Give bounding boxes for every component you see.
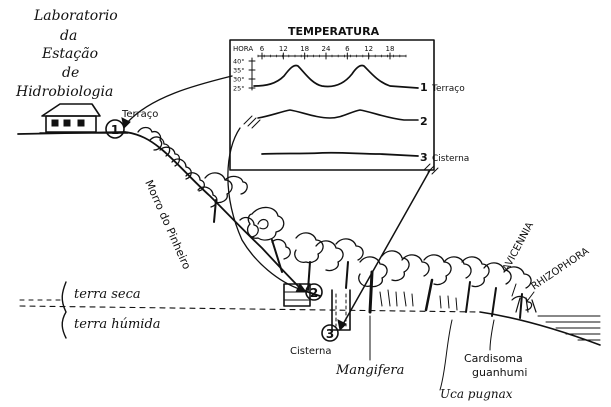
temp-ticks: 40°35°30°25° xyxy=(233,58,256,93)
hour-tick-label: 12 xyxy=(364,45,373,53)
lab-title-line-5: Hidrobiologia xyxy=(15,84,113,100)
marker-1-text: 1 xyxy=(111,123,119,137)
temp-tick-label: 30° xyxy=(233,76,245,84)
hour-ticks: 6 12 18 24 6 12 18 xyxy=(257,45,407,60)
lab-title-line-3: Estação xyxy=(41,46,98,62)
high-tide-line xyxy=(19,305,481,313)
temp-tick-label: 35° xyxy=(233,67,245,75)
cardisoma-label-2: guanhumi xyxy=(472,366,527,379)
temperature-curve-1 xyxy=(253,64,419,89)
hour-tick-label: 12 xyxy=(279,45,288,53)
terra-humida-label: terra húmida xyxy=(74,317,161,332)
hora-label: HORA xyxy=(233,45,253,53)
cardisoma-label-1: Cardisoma xyxy=(464,352,523,365)
temperature-curve-2 xyxy=(257,109,419,121)
cistern-structure xyxy=(283,283,351,331)
terra-seca-label: terra seca xyxy=(74,287,141,302)
station-marker-3: 3 xyxy=(321,324,339,342)
avicennia-pointer xyxy=(511,283,517,297)
curve-2-number: 2 xyxy=(420,115,428,128)
panel-hatch-2 xyxy=(243,115,261,129)
terraco-station-label: Terraço xyxy=(121,109,158,120)
temp-tick-label: 40° xyxy=(233,58,245,66)
uca-pointer xyxy=(439,319,453,391)
hour-tick-label: 24 xyxy=(322,45,331,53)
vegetation xyxy=(137,126,537,319)
hour-tick-label: 6 xyxy=(260,45,265,53)
curve-1-label: Terraço xyxy=(431,84,465,94)
hour-tick-label: 18 xyxy=(386,45,395,53)
mangifera-label: Mangifera xyxy=(335,363,404,378)
station-marker-1: 1 xyxy=(105,119,125,139)
cardisoma-pointer xyxy=(489,319,495,351)
temperature-panel-frame xyxy=(229,39,435,171)
avicennia-label: AVICENNIA xyxy=(501,220,536,273)
hour-tick-label: 18 xyxy=(300,45,309,53)
marker-3-text: 3 xyxy=(326,327,334,341)
temperature-title: TEMPERATURA xyxy=(288,25,380,38)
lab-title-line-2: da xyxy=(60,28,77,44)
uca-label: Uca pugnax xyxy=(440,387,513,401)
temperature-curve-3 xyxy=(261,151,419,157)
curve-3-number: 3 xyxy=(420,151,428,164)
rhizophora-label: RHIZOPHORA xyxy=(530,246,592,293)
curve-3-label: Cisterna xyxy=(432,154,469,164)
curve-1-number: 1 xyxy=(420,81,428,94)
rhizophora-pointer xyxy=(527,291,535,301)
marker-2-text: 2 xyxy=(310,286,318,300)
cisterna-ground-label: Cisterna xyxy=(290,346,331,357)
hour-tick-label: 6 xyxy=(345,45,350,53)
hill-profile xyxy=(17,131,321,297)
temp-tick-label: 25° xyxy=(233,85,245,93)
brace-marker xyxy=(61,281,67,339)
morro-label: Morro do Pinheiro xyxy=(142,178,193,272)
connector-arrows xyxy=(121,75,439,332)
water xyxy=(537,315,601,341)
lab-title-line-4: de xyxy=(62,65,79,81)
lab-title-line-1: Laboratorio xyxy=(33,8,118,24)
